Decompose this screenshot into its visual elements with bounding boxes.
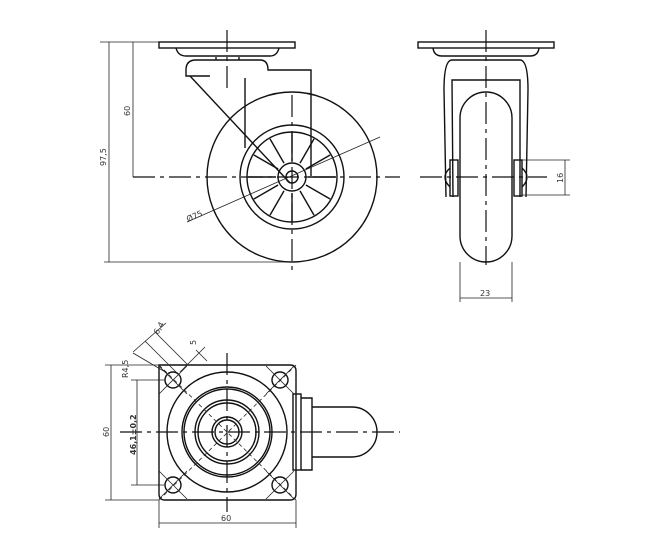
wheel-width-label: 23	[480, 289, 490, 298]
mounting-hole	[271, 371, 289, 389]
mounting-hole	[271, 476, 289, 494]
wheel-spoke	[305, 184, 331, 200]
hole-radius-label: R4,5	[121, 360, 130, 378]
wheel-spoke	[253, 154, 279, 170]
hole-centerline	[265, 365, 295, 395]
hole-centerline	[158, 470, 188, 500]
wheel-spoke	[299, 138, 315, 164]
mounting-holes	[158, 365, 295, 500]
wheel-spoke	[269, 138, 285, 164]
plate-height-label: 60	[102, 427, 111, 437]
wheel-spoke	[299, 190, 315, 216]
hole-spacing-label: 46,1±0,2	[129, 414, 138, 455]
axle-boss-label: 16	[556, 173, 565, 183]
wheel-diameter-label: Ø75	[185, 208, 204, 224]
slot-width-label: 6,4	[152, 320, 166, 336]
wheel-spoke	[305, 154, 331, 170]
hole-centerline	[265, 470, 295, 500]
top-view: 60 46,1±0,2 60 R4,5 6,4 5	[102, 320, 400, 528]
plate-width-label: 60	[221, 514, 231, 523]
slot-length-label: 5	[189, 340, 198, 345]
wheel-spoke	[269, 190, 285, 216]
wheel-spoke	[253, 184, 279, 200]
overall-height-label: 97,5	[99, 148, 108, 166]
hole-centerline	[158, 365, 188, 395]
axle-height-label: 60	[123, 106, 132, 116]
front-view: 16 23	[417, 30, 570, 302]
side-view: Ø75 97,5 60	[99, 30, 400, 270]
